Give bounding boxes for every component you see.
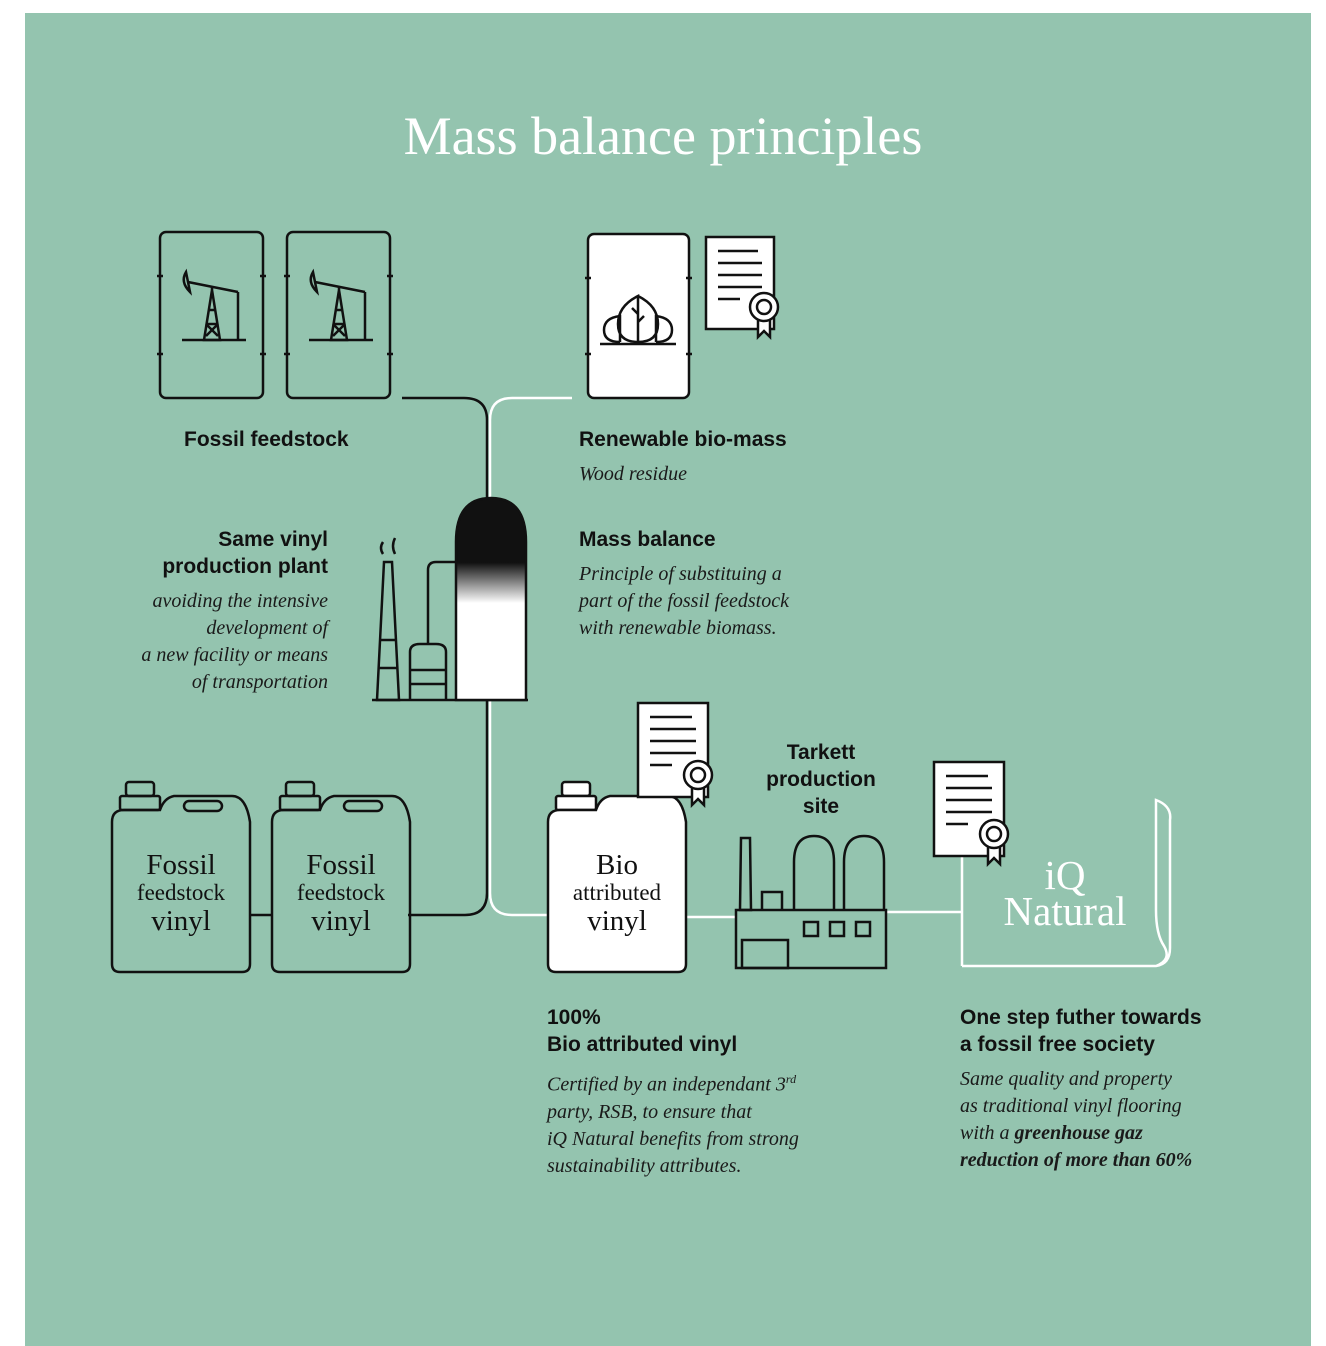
mass-balance-description-line: part of the fossil feedstock <box>579 590 789 612</box>
plant-label: Same vinyl production plant <box>60 526 328 580</box>
fossil-free-description-line: as traditional vinyl flooring <box>960 1095 1182 1117</box>
jar-label-line: Fossil <box>306 849 376 881</box>
bio-vinyl-jar-icon <box>546 780 688 974</box>
fossil-vinyl-jar-icon <box>270 780 412 974</box>
fossil-vinyl-jar-label: Fossil feedstock vinyl <box>112 850 250 936</box>
bio-attributed-description-line: sustainability attributes. <box>547 1154 742 1177</box>
oil-pump-icon <box>182 268 246 342</box>
jar-label-line: vinyl <box>587 905 647 937</box>
jar-label-line: feedstock <box>296 880 386 905</box>
jar-label-line: Fossil <box>146 849 216 881</box>
iq-text: iQ <box>1044 852 1086 898</box>
plant-label-line: production plant <box>162 555 328 578</box>
bio-attributed-description-line: iQ Natural benefits from strong <box>547 1127 799 1150</box>
plant-description-line: of transportation <box>191 671 328 693</box>
oil-pump-icon <box>309 268 373 342</box>
fossil-free-description-line: reduction of more than 60% <box>960 1147 1192 1174</box>
jar-label-line: vinyl <box>311 905 371 937</box>
fossil-barrel-icon <box>284 230 393 400</box>
iq-natural-logo-text: iQ Natural <box>962 852 1168 934</box>
production-plant-icon <box>372 496 528 702</box>
fossil-vinyl-jar-icon <box>110 780 252 974</box>
tarkett-label-line: production <box>766 768 876 791</box>
mass-balance-description-line: Principle of substituing a <box>579 563 782 585</box>
page-title: Mass balance principles <box>403 106 923 166</box>
jar-label-line: feedstock <box>136 880 226 905</box>
certificate-icon <box>636 701 714 809</box>
natural-text: Natural <box>1003 888 1127 934</box>
greenhouse-gas-emphasis: greenhouse gaz <box>1014 1122 1143 1144</box>
plant-description-line: development of <box>206 617 328 639</box>
tarkett-label-line: Tarkett <box>786 741 856 764</box>
renewable-biomass-description: Wood residue <box>579 463 687 485</box>
fossil-free-label-line: a fossil free society <box>960 1033 1155 1056</box>
tarkett-label: Tarkett production site <box>746 739 896 820</box>
fossil-free-label: One step futher towards a fossil free so… <box>960 1004 1202 1058</box>
bio-attributed-description-line: Certified by an independant 3rd <box>547 1066 799 1099</box>
ordinal-suffix: rd <box>785 1072 797 1086</box>
mass-balance-description: Principle of substituing a part of the f… <box>579 561 789 642</box>
jar-label-line: vinyl <box>151 905 211 937</box>
plant-description-line: a new facility or means <box>141 644 328 666</box>
plant-description-line: avoiding the intensive <box>152 590 328 612</box>
certificate-icon <box>932 760 1010 868</box>
reduction-emphasis: reduction of more than 60% <box>960 1149 1193 1171</box>
plant-description: avoiding the intensive development of a … <box>40 588 328 696</box>
trees-icon <box>600 293 676 346</box>
fossil-feedstock-label: Fossil feedstock <box>184 428 349 451</box>
tarkett-label-line: site <box>802 795 840 818</box>
mass-balance-description-line: with renewable biomass. <box>579 617 777 639</box>
biomass-barrel-icon <box>585 232 692 400</box>
plant-label-line: Same vinyl <box>218 528 328 551</box>
fossil-vinyl-jar-label: Fossil feedstock vinyl <box>272 850 410 936</box>
fossil-free-description-line: with a greenhouse gaz <box>960 1120 1192 1147</box>
certified-text: Certified by an independant 3 <box>547 1073 786 1096</box>
certificate-icon <box>704 235 780 341</box>
jar-label-line: Bio <box>596 849 638 881</box>
renewable-biomass-label: Renewable bio-mass <box>579 428 787 451</box>
bio-attributed-label: 100% Bio attributed vinyl <box>547 1004 737 1058</box>
fossil-free-description-line: Same quality and property <box>960 1068 1173 1090</box>
fossil-free-description: Same quality and property as traditional… <box>960 1066 1192 1174</box>
with-a-text: with a <box>960 1122 1015 1144</box>
jar-label-line: attributed <box>572 880 662 905</box>
bio-attributed-description-line: party, RSB, to ensure that <box>547 1100 752 1123</box>
fossil-barrel-icon <box>157 230 266 400</box>
fossil-free-label-line: One step futher towards <box>960 1006 1202 1029</box>
mass-balance-label: Mass balance <box>579 528 716 551</box>
bio-attributed-description: Certified by an independant 3rd party, R… <box>547 1066 799 1180</box>
iq-natural-scroll-icon <box>960 798 1172 968</box>
bio-attributed-label-line: 100% <box>547 1006 601 1029</box>
bio-vinyl-jar-label: Bio attributed vinyl <box>548 850 686 936</box>
bio-attributed-label-line: Bio attributed vinyl <box>547 1033 738 1056</box>
tarkett-factory-icon <box>734 834 888 970</box>
